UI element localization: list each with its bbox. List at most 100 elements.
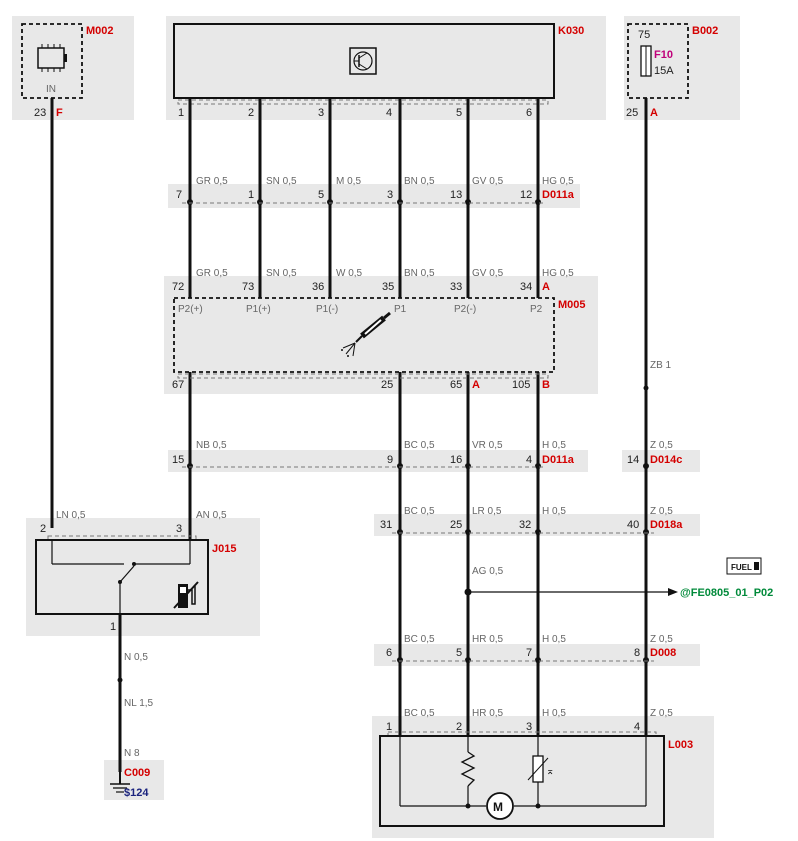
wire-label: LR 0,5 bbox=[472, 506, 502, 517]
wires bbox=[50, 98, 678, 772]
wire-label: H 0,5 bbox=[542, 440, 566, 451]
k030-pins: 1 2 3 4 5 6 bbox=[178, 107, 532, 119]
pin: 2 bbox=[456, 721, 462, 733]
b002-pin-top: 75 bbox=[638, 29, 650, 41]
ground-icon bbox=[110, 772, 130, 793]
fuse-id: F10 bbox=[654, 49, 673, 61]
m005-bottom-pins: 67 25 65 105 bbox=[172, 379, 530, 391]
pin: 7 bbox=[526, 647, 532, 659]
wire-label: GV 0,5 bbox=[472, 176, 504, 187]
d011a-top-pins: 7 1 5 3 13 12 bbox=[176, 189, 532, 201]
pin: 4 bbox=[634, 721, 640, 733]
ground-ref[interactable]: $124 bbox=[124, 787, 149, 799]
wire-label: BN 0,5 bbox=[404, 268, 435, 279]
pin: 6 bbox=[386, 647, 392, 659]
pin: 16 bbox=[450, 454, 462, 466]
pin: 1 bbox=[386, 721, 392, 733]
d008-id: D008 bbox=[650, 647, 676, 659]
m005-id: M005 bbox=[558, 299, 586, 311]
link-ref[interactable]: @FE0805_01_P02 bbox=[680, 587, 773, 599]
inner-label: P1(-) bbox=[316, 304, 338, 315]
d011a-bottom-id: D011a bbox=[542, 454, 575, 466]
fuel-pump-icon bbox=[754, 562, 759, 570]
m002-pin: 23 bbox=[34, 107, 46, 119]
pin: 34 bbox=[520, 281, 532, 293]
j015-box bbox=[35, 539, 209, 615]
l003-box bbox=[379, 735, 665, 827]
wire-label: HG 0,5 bbox=[542, 176, 574, 187]
wire-label: W 0,5 bbox=[336, 268, 363, 279]
pin: 67 bbox=[172, 379, 184, 391]
wire-label: HG 0,5 bbox=[542, 268, 574, 279]
m002-id: M002 bbox=[86, 25, 114, 37]
k030-bg bbox=[166, 16, 606, 120]
k030-id: K030 bbox=[558, 25, 584, 37]
d011a-bottom-wire-labels: NB 0,5 BC 0,5 VR 0,5 H 0,5 bbox=[196, 440, 566, 451]
m005-bottom-conn-a: A bbox=[472, 379, 480, 391]
pin: 4 bbox=[526, 454, 532, 466]
m005-box bbox=[173, 297, 555, 373]
d011a-bottom-bg bbox=[168, 450, 588, 472]
d011a-top-bg bbox=[168, 184, 580, 208]
d011a-top-id: D011a bbox=[542, 189, 575, 201]
k030-box bbox=[173, 23, 555, 99]
pin: 32 bbox=[519, 519, 531, 531]
fuel-badge: FUEL bbox=[726, 557, 762, 575]
pin: 1 bbox=[248, 189, 254, 201]
j015-pin: 3 bbox=[176, 523, 182, 535]
fuse-rating: 15A bbox=[654, 65, 674, 77]
pin: 7 bbox=[176, 189, 182, 201]
pin: 25 bbox=[450, 519, 462, 531]
pin: 9 bbox=[387, 454, 393, 466]
m005-inner-labels: P2(+) P1(+) P1(-) P1 P2(-) P2 bbox=[178, 304, 543, 315]
b002-id: B002 bbox=[692, 25, 718, 37]
fuel-cutoff-icon bbox=[173, 581, 199, 609]
wire-label: HR 0,5 bbox=[472, 634, 504, 645]
wire-label: H 0,5 bbox=[542, 708, 566, 719]
k030-pin: 2 bbox=[248, 107, 254, 119]
inner-label: P2(-) bbox=[454, 304, 476, 315]
pin: 40 bbox=[627, 519, 639, 531]
pin: 8 bbox=[634, 647, 640, 659]
wire-label: N 8 bbox=[124, 748, 140, 759]
b002-box bbox=[627, 23, 689, 99]
svg-text:⌅: ⌅ bbox=[546, 766, 554, 777]
transistor-icon bbox=[349, 47, 377, 75]
d018a-wire-labels: BC 0,5 LR 0,5 H 0,5 Z 0,5 bbox=[404, 506, 673, 517]
b002-pin: 25 bbox=[626, 107, 638, 119]
pin: 31 bbox=[380, 519, 392, 531]
pin: 25 bbox=[381, 379, 393, 391]
d014c-pin: 14 bbox=[627, 454, 639, 466]
j015-pin: 2 bbox=[40, 523, 46, 535]
m005-bottom-connector bbox=[177, 373, 549, 379]
wire-label: SN 0,5 bbox=[266, 176, 297, 187]
k030-pin: 1 bbox=[178, 107, 184, 119]
wire-label: NB 0,5 bbox=[196, 440, 227, 451]
m002-in-label: IN bbox=[46, 84, 56, 95]
switch-icon bbox=[51, 540, 191, 614]
m005-bg bbox=[164, 276, 598, 394]
wire-label: BC 0,5 bbox=[404, 708, 435, 719]
pin: 15 bbox=[172, 454, 184, 466]
j015-id: J015 bbox=[212, 543, 236, 555]
k030-pin: 6 bbox=[526, 107, 532, 119]
k030-connector bbox=[177, 99, 549, 105]
inner-label: P1 bbox=[394, 304, 407, 315]
wire-label: GR 0,5 bbox=[196, 268, 228, 279]
j015-bg bbox=[26, 518, 260, 636]
m005-bottom-conn-b: B bbox=[542, 379, 550, 391]
wire-label: BC 0,5 bbox=[404, 440, 435, 451]
pin: 33 bbox=[450, 281, 462, 293]
wire-label: Z 0,5 bbox=[650, 634, 673, 645]
wire-label: N 0,5 bbox=[124, 652, 148, 663]
wire-label: H 0,5 bbox=[542, 634, 566, 645]
d008-wire-labels: BC 0,5 HR 0,5 H 0,5 Z 0,5 bbox=[404, 634, 673, 645]
pin: 3 bbox=[387, 189, 393, 201]
wire-label: VR 0,5 bbox=[472, 440, 503, 451]
wire-label: Z 0,5 bbox=[650, 506, 673, 517]
fuse-icon bbox=[640, 45, 652, 77]
d011a-top-wire-labels: GR 0,5 SN 0,5 M 0,5 BN 0,5 GV 0,5 HG 0,5 bbox=[196, 176, 574, 187]
d014c-bg bbox=[622, 450, 700, 472]
l003-internal-circuit bbox=[399, 736, 647, 809]
